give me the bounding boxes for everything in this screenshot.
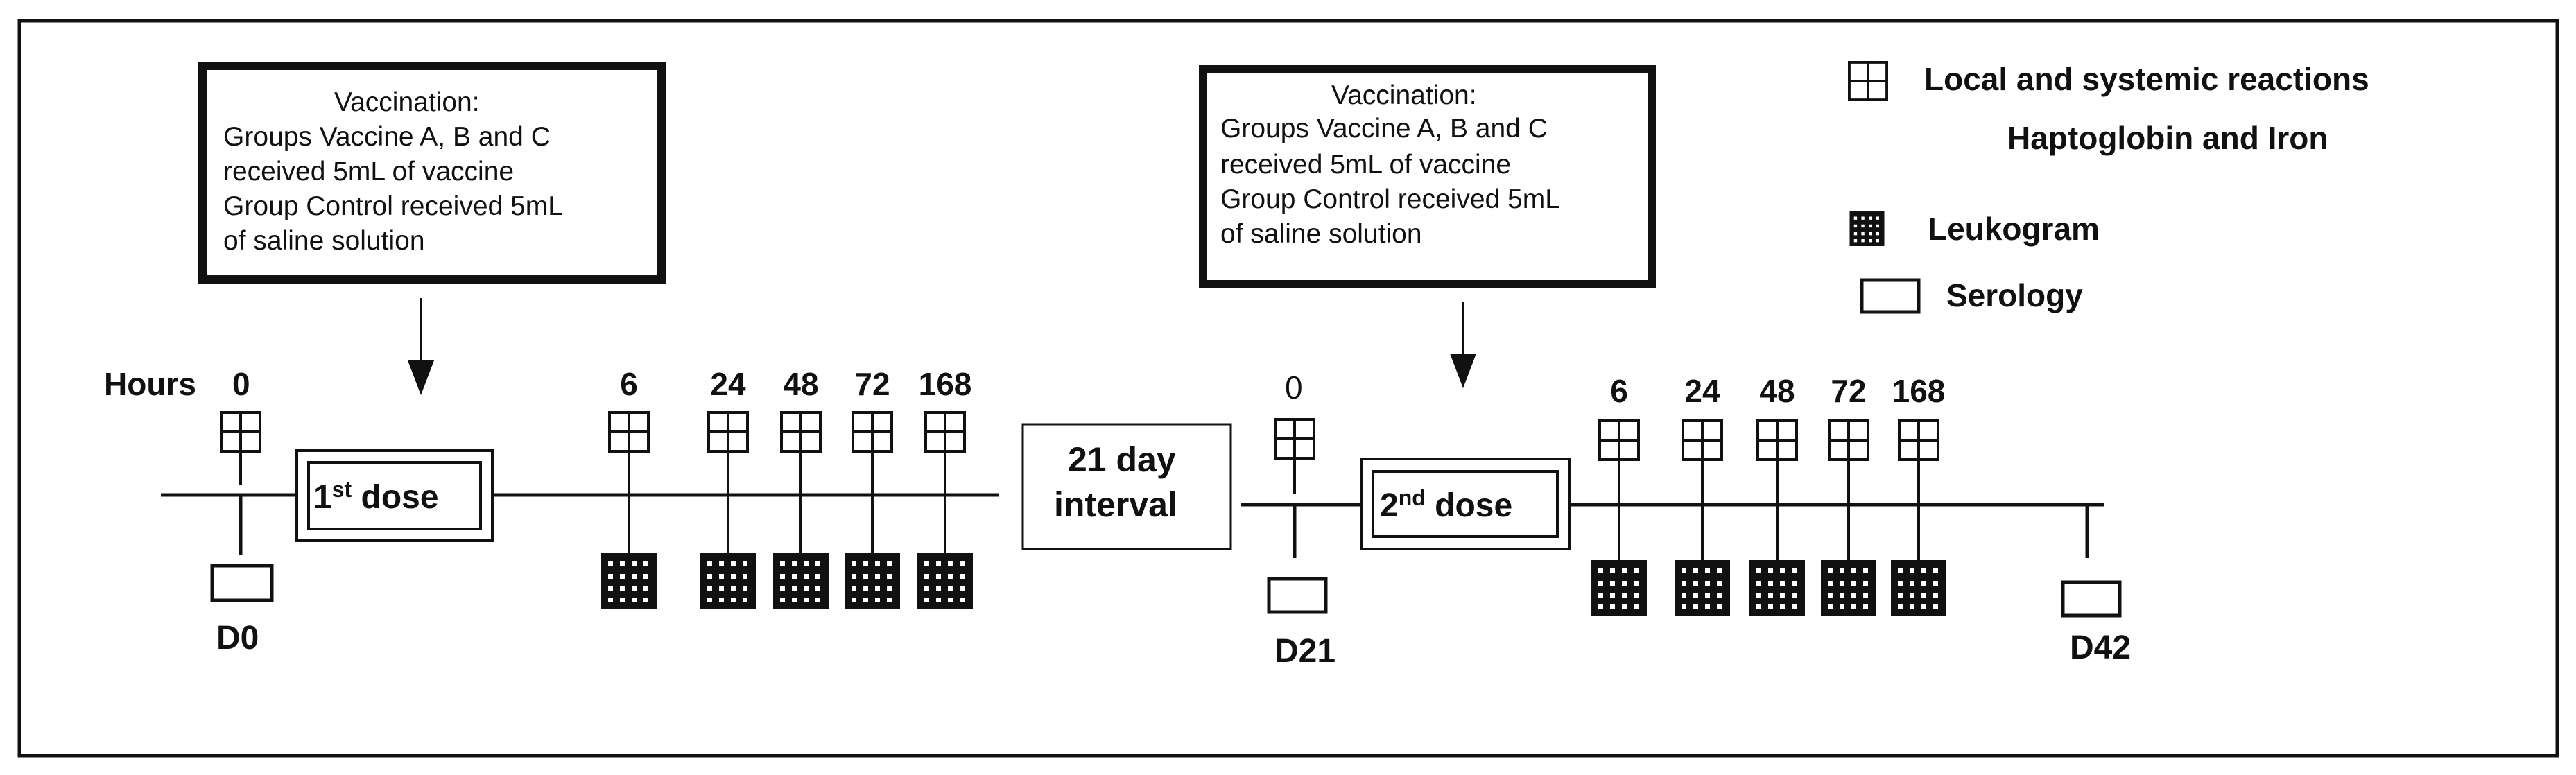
hour-label: 72 [854,366,890,402]
hour-label: 168 [1892,373,1946,409]
reaction-icon [780,411,822,453]
legend-local-systemic: Local and systemic reactions [1924,61,2369,97]
reaction-icon [1756,419,1798,461]
reaction-icon [1598,419,1640,461]
leukogram-icon [1891,560,1946,616]
serology-icon [210,564,274,602]
first-dose-box-inner [307,461,482,530]
hour-label: 6 [620,366,638,402]
reaction-icon [1274,418,1315,460]
reaction-icon [1898,419,1939,461]
hour-label: 24 [1684,373,1720,409]
vaccination-box-1-line: of saline solution [223,226,425,256]
hour-label: 48 [1759,373,1795,409]
phase-2-measurements: 6 24 48 72 168 [1591,373,1946,616]
serology-icon [2061,580,2122,618]
vaccination-box-2 [1199,65,1656,288]
hour-label: 0 [232,366,250,402]
reaction-icon [924,411,966,453]
hours-label: Hours [104,366,196,402]
arrow-1-head [408,360,434,395]
vaccination-box-1-line: Groups Vaccine A, B and C [223,122,551,152]
serology-icon [1267,577,1328,614]
vaccination-box-1-text: Vaccination: Groups Vaccine A, B and C r… [223,87,563,256]
vaccination-box-2-line: of saline solution [1220,219,1422,249]
legend-leukogram-icon [1849,211,1885,246]
vaccination-box-2-line: received 5mL of vaccine [1220,150,1511,180]
legend-leukogram: Leukogram [1928,211,2100,247]
vaccination-box-2-line: Vaccination: [1331,80,1477,110]
vaccination-box-1-line: Vaccination: [334,87,480,117]
hour-label: 72 [1831,373,1866,409]
day-label: D0 [216,620,259,656]
interval-label: 21 day [1068,440,1176,479]
day-label: D21 [1274,633,1335,670]
hour-label: 6 [1610,373,1628,409]
reaction-icon [1828,419,1869,461]
leukogram-icon [917,553,973,609]
hour-label: 48 [783,366,818,402]
reaction-icon [707,411,749,453]
vaccination-box-1 [198,62,666,284]
phase-1-measurements: 6 24 48 72 168 [601,366,973,609]
leukogram-icon [845,553,900,609]
leukogram-icon [1675,560,1730,616]
hour-label: 168 [919,366,972,402]
second-dose-box-inner [1372,470,1559,538]
second-dose-label: 2nd dose [1380,485,1512,524]
leukogram-icon [700,553,756,609]
legend-serology-icon [1860,278,1921,314]
reaction-icon [608,411,650,453]
hour-label: 24 [710,366,746,402]
first-dose-label: 1st dose [313,477,439,516]
leukogram-icon [1591,560,1647,616]
vaccination-box-2-line: Groups Vaccine A, B and C [1220,114,1548,143]
leukogram-icon [773,553,829,609]
vaccination-box-1-line: received 5mL of vaccine [223,157,514,186]
vaccination-box-2-text: Vaccination: Groups Vaccine A, B and C r… [1220,80,1560,249]
reaction-icon [852,411,893,453]
vaccination-box-1-line: Group Control received 5mL [223,191,563,221]
outer-frame [17,19,2559,758]
reaction-icon [220,411,261,453]
interval-label: interval [1054,485,1177,524]
legend-cell-icon [1848,61,1888,101]
legend-serology: Serology [1946,277,2083,313]
vaccination-box-2-line: Group Control received 5mL [1220,184,1560,214]
leukogram-icon [1749,560,1805,616]
reaction-icon [1682,419,1723,461]
arrow-2-head [1450,354,1476,388]
legend-haptoglobin-iron: Haptoglobin and Iron [2007,120,2328,156]
leukogram-icon [601,553,657,609]
interval-box [1021,423,1232,550]
leukogram-icon [1821,560,1876,616]
day-label: D42 [2070,629,2131,666]
hour-label: 0 [1285,369,1303,406]
